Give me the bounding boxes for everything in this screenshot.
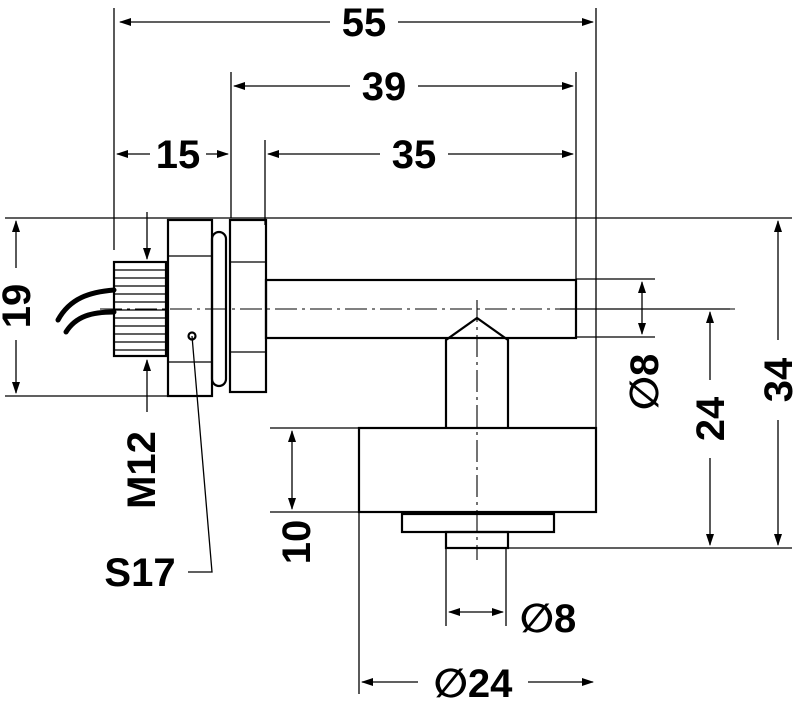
- dimension-lines: [12, 18, 782, 686]
- dim-float-axis-height: 24: [689, 396, 733, 441]
- dim-overall-length: 55: [342, 1, 387, 45]
- hex-nut-s17: [166, 218, 214, 398]
- dim-float-diameter: ∅24: [434, 662, 514, 701]
- dim-stem-length: 35: [392, 133, 437, 177]
- dim-shaft-diameter: ∅8: [520, 597, 577, 641]
- shaft-stop: [444, 530, 510, 550]
- m12-thread: [112, 260, 168, 358]
- dim-body-height: 19: [0, 284, 39, 329]
- lock-nut: [228, 218, 268, 394]
- cable-wire-upper: [55, 287, 117, 323]
- callout-wrench-size: S17: [104, 551, 175, 595]
- dim-total-height: 34: [757, 357, 800, 402]
- callout-thread: M12: [120, 431, 164, 509]
- dim-thread-section: 15: [156, 133, 201, 177]
- float-shaft: [444, 316, 510, 428]
- sensor-body: [55, 218, 598, 550]
- o-ring: [210, 230, 228, 388]
- cable-wire-lower: [63, 309, 117, 335]
- stem-tube: [264, 278, 578, 340]
- thread-hatching: [114, 269, 166, 351]
- washer: [400, 512, 556, 534]
- extension-lines: [5, 8, 792, 694]
- dim-stem-diameter: ∅8: [623, 354, 667, 411]
- dim-stem-length-total: 39: [362, 65, 407, 109]
- dim-float-height: 10: [275, 520, 319, 565]
- float-body: [357, 426, 598, 514]
